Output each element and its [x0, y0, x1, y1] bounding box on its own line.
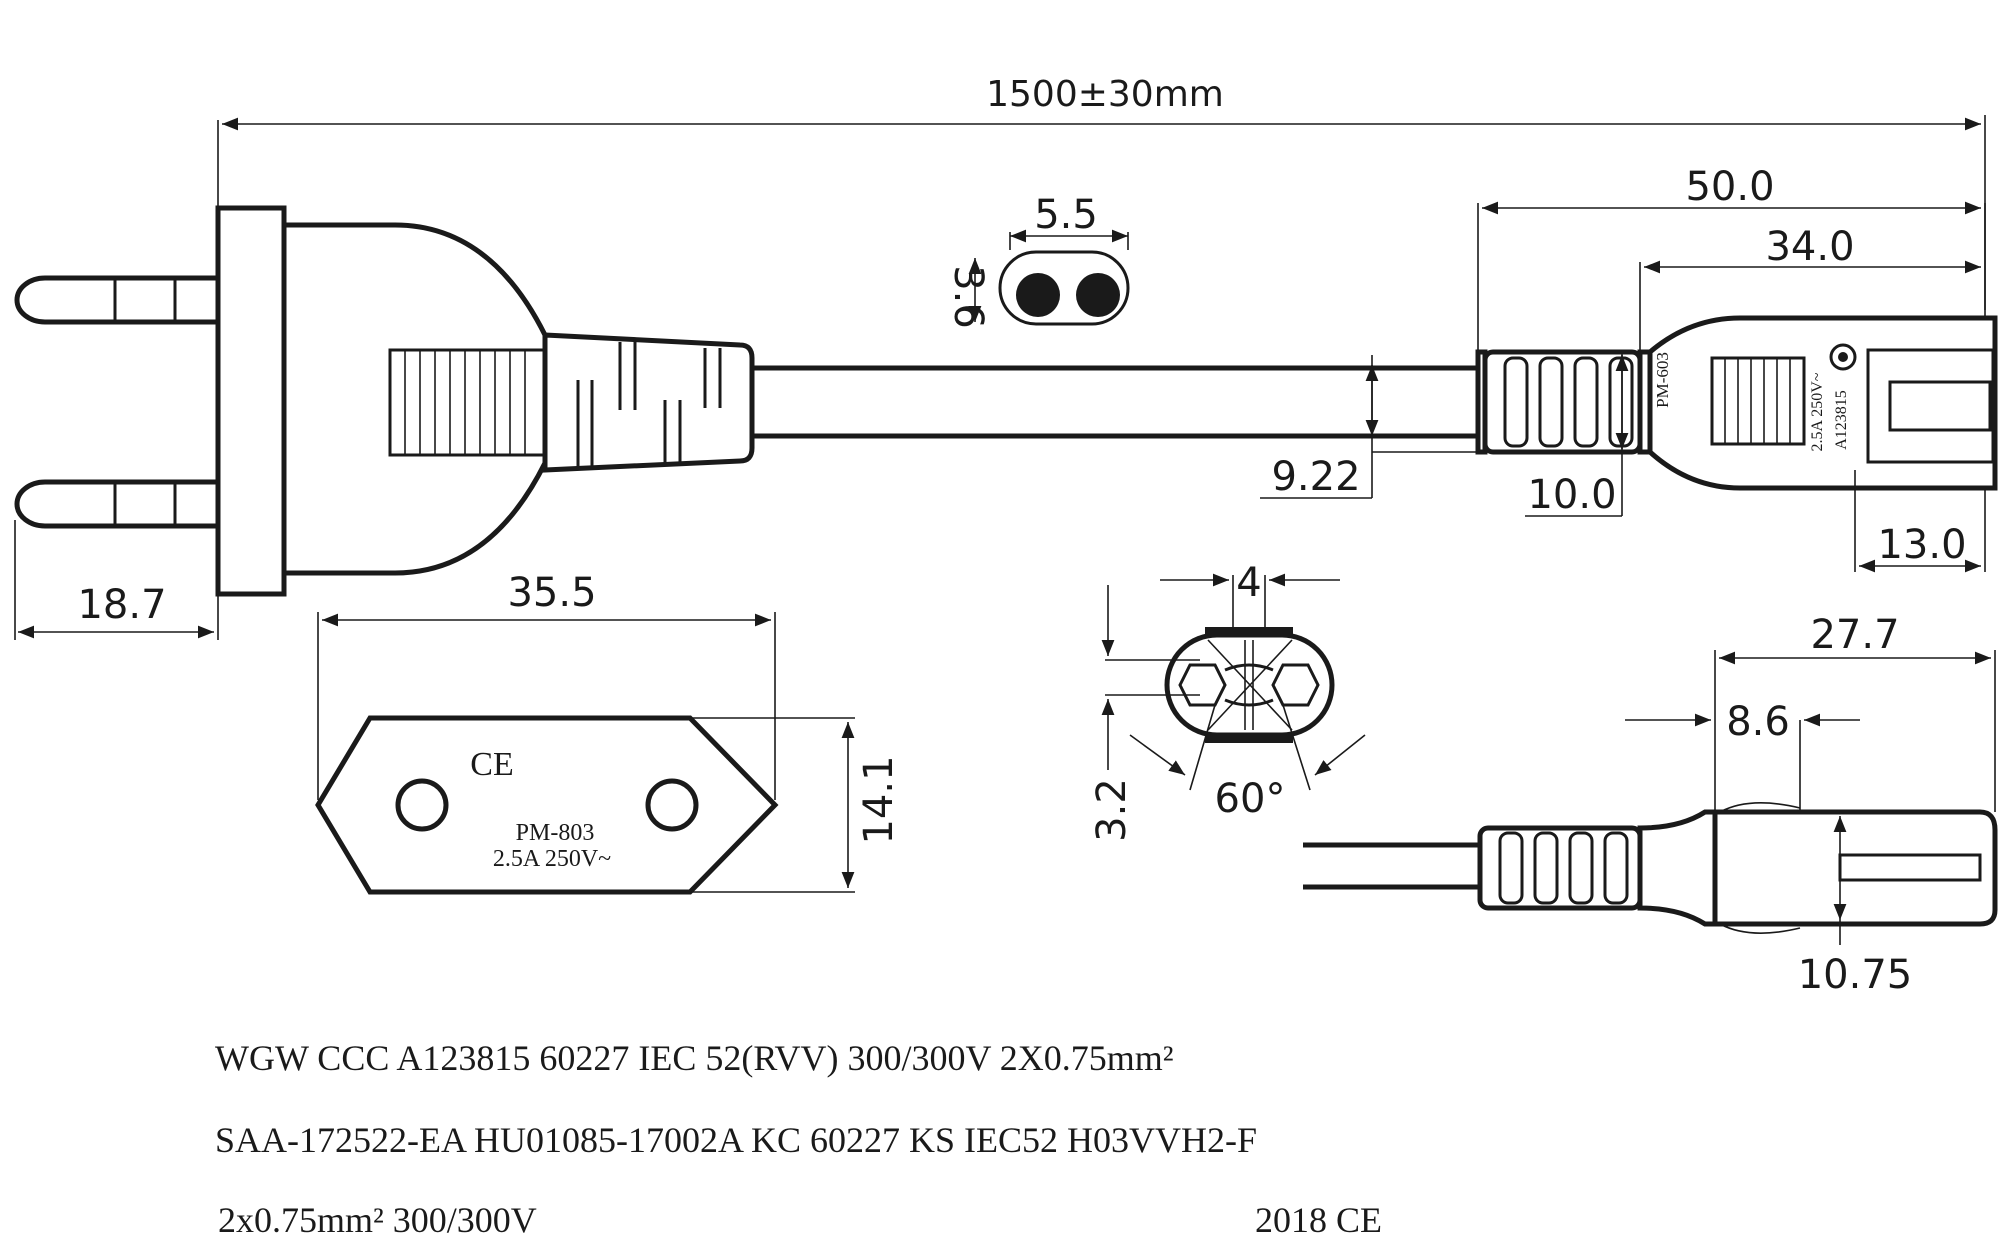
plug-face-model-label: PM-803 — [516, 820, 595, 846]
connector-cert-label: A123815 — [1833, 390, 1850, 450]
side-offset-label: 8.6 — [1726, 699, 1790, 745]
plug-face-height-dimension: 14.1 — [690, 717, 902, 893]
side-offset-dimension: 8.6 — [1625, 699, 1860, 812]
pin-spacing-label: 4 — [1236, 560, 1261, 606]
plug-face-front: CE PM-803 2.5A 250V~ — [315, 715, 779, 895]
side-length-label: 27.7 — [1810, 612, 1899, 658]
socket-face-top: 5.5 3.6 — [945, 192, 1130, 329]
cable — [752, 365, 1478, 439]
overall-length-label: 1500±30mm — [986, 74, 1224, 115]
spec-line-1: WGW CCC A123815 60227 IEC 52(RVV) 300/30… — [215, 1038, 1174, 1078]
angle-dimension: 60° — [1129, 704, 1366, 822]
spec-line-2: SAA-172522-EA HU01085-17002A KC 60227 KS… — [215, 1120, 1257, 1160]
socket-width-label: 5.5 — [1034, 192, 1098, 238]
connector-body-label: 34.0 — [1765, 224, 1854, 270]
connector-side-ribs — [1498, 831, 1629, 905]
connector-rating-label: 2.5A 250V~ — [1809, 372, 1826, 451]
plug-face-plate — [215, 205, 287, 597]
pin-depth-dimension: 3.2 — [1089, 585, 1200, 842]
socket-detail — [1164, 627, 1335, 743]
plug-strain-relief — [542, 332, 755, 473]
plug-face-ce-label: CE — [470, 746, 513, 783]
connector-side-view: PM-603 2.5A 250V~ A123815 — [1475, 315, 1998, 491]
side-length-dimension: 27.7 — [1714, 612, 1996, 812]
connector-head-dimension: 13.0 — [1854, 470, 1986, 573]
plug-pin-upper — [14, 275, 218, 325]
plug-face-rating-label: 2.5A 250V~ — [493, 846, 611, 872]
spec-line-3-left: 2x0.75mm² 300/300V — [218, 1200, 537, 1240]
specification-text: WGW CCC A123815 60227 IEC 52(RVV) 300/30… — [215, 1038, 1382, 1240]
pin-offset-dimension: 18.7 — [14, 520, 219, 640]
connector-model-label: PM-603 — [1653, 352, 1672, 408]
connector-length-dimension: 50.0 — [1477, 164, 1986, 350]
connector-head-label: 13.0 — [1877, 522, 1966, 568]
plug-face-width-label: 35.5 — [507, 570, 596, 616]
socket-height-label: 3.6 — [945, 265, 991, 329]
overall-length-dimension: 1500±30mm — [217, 74, 1986, 310]
pin-depth-label: 3.2 — [1089, 778, 1135, 842]
side-height-label: 10.75 — [1798, 952, 1913, 998]
pin-spacing-dimension: 4 — [1160, 560, 1340, 627]
strain-relief-dimension: 10.0 — [1525, 352, 1629, 518]
plug-face-width-dimension: 35.5 — [317, 570, 776, 800]
plug-strain-relief-slots — [576, 342, 722, 468]
spec-line-3-right: 2018 CE — [1255, 1200, 1382, 1240]
pin-offset-label: 18.7 — [77, 582, 166, 628]
cable-width-dimension: 9.22 — [1260, 355, 1478, 500]
cable-width-label: 9.22 — [1271, 454, 1360, 500]
angle-label: 60° — [1215, 776, 1286, 822]
connector-body-dimension: 34.0 — [1639, 224, 1981, 350]
plug-pin-lower — [14, 479, 218, 529]
connector-side-profile — [1303, 802, 1998, 934]
connector-length-label: 50.0 — [1685, 164, 1774, 210]
plug-grip — [388, 348, 547, 457]
side-height-dimension: 10.75 — [1798, 816, 1913, 998]
plug-face-height-label: 14.1 — [856, 755, 902, 844]
connector-grip — [1710, 356, 1806, 446]
strain-relief-label: 10.0 — [1527, 472, 1616, 518]
plug-side-view — [14, 205, 755, 597]
